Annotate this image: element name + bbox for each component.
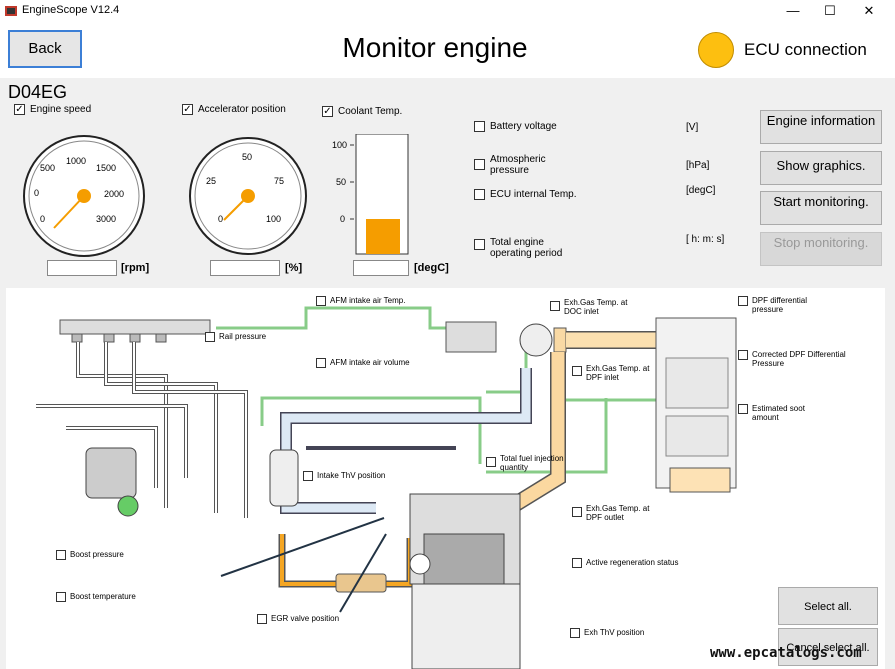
battery-voltage-checkbox[interactable]: Battery voltage bbox=[474, 121, 557, 132]
gauge-tick: 3000 bbox=[96, 214, 116, 224]
dpf-differential-pressure-checkbox[interactable]: DPF differential pressure bbox=[738, 296, 838, 314]
total-engine-operating-period-unit: [ h: m: s] bbox=[686, 234, 725, 245]
gauge-tick: 75 bbox=[274, 176, 284, 186]
accelerator-position-value bbox=[210, 260, 280, 276]
atmospheric-pressure-unit: [hPa] bbox=[686, 160, 710, 171]
engine-speed-gauge: 1000 1500 500 0 2000 0 3000 bbox=[23, 135, 145, 257]
header: Back Monitor engine ECU connection bbox=[0, 22, 895, 78]
battery-voltage-unit: [V] bbox=[686, 122, 699, 133]
gauge-tick: 50 bbox=[242, 152, 252, 162]
watermark: www.epcatalogs.com bbox=[710, 645, 862, 661]
engine-speed-checkbox[interactable]: ✓Engine speed bbox=[14, 104, 92, 115]
total-fuel-injection-quantity-checkbox[interactable]: Total fuel injection quantity bbox=[486, 454, 580, 472]
accelerator-position-checkbox[interactable]: ✓Accelerator position bbox=[182, 104, 286, 115]
cancel-select-all-button[interactable]: Cancel select all. bbox=[778, 628, 878, 666]
afm-intake-air-temp-checkbox[interactable]: AFM intake air Temp. bbox=[316, 296, 405, 306]
gauge-tick: 25 bbox=[206, 176, 216, 186]
exh-gas-temp-dpf-inlet-checkbox[interactable]: Exh.Gas Temp. at DPF inlet bbox=[572, 364, 662, 382]
gauge-tick: 0 bbox=[340, 214, 345, 224]
stop-monitoring-button[interactable]: Stop monitoring. bbox=[760, 232, 882, 266]
ecu-internal-temp-checkbox[interactable]: ECU internal Temp. bbox=[474, 189, 577, 200]
ecu-connection-label: ECU connection bbox=[744, 40, 867, 59]
engine-speed-value bbox=[47, 260, 117, 276]
gauge-tick: 2000 bbox=[104, 189, 124, 199]
start-monitoring-button[interactable]: Start monitoring. bbox=[760, 191, 882, 225]
atmospheric-pressure-checkbox[interactable]: Atmospheric pressure bbox=[474, 154, 584, 176]
gauge-tick: 1000 bbox=[66, 156, 86, 166]
close-button[interactable]: ✕ bbox=[863, 3, 875, 18]
gauge-tick: 1500 bbox=[96, 163, 116, 173]
exh-thv-position-checkbox[interactable]: Exh ThV position bbox=[570, 628, 644, 638]
coolant-temp-gauge: 100 50 0 bbox=[332, 134, 409, 255]
estimated-soot-amount-checkbox[interactable]: Estimated soot amount bbox=[738, 404, 818, 422]
page-title: Monitor engine bbox=[342, 32, 528, 63]
ecu-internal-temp-unit: [degC] bbox=[686, 185, 716, 196]
select-all-button[interactable]: Select all. bbox=[778, 587, 878, 625]
accelerator-position-gauge: 50 25 75 0 100 bbox=[189, 137, 307, 255]
window-title: EngineScope V12.4 bbox=[22, 4, 120, 16]
window-titlebar: EngineScope V12.4 — ☐ ✕ bbox=[0, 0, 895, 22]
gauge-tick: 0 bbox=[218, 214, 223, 224]
corrected-dpf-differential-pressure-checkbox[interactable]: Corrected DPF Differential Pressure bbox=[738, 350, 848, 368]
boost-pressure-checkbox[interactable]: Boost pressure bbox=[56, 550, 124, 560]
engine-model: D04EG bbox=[8, 82, 68, 102]
coolant-temp-value bbox=[353, 260, 409, 276]
gauge-tick: 100 bbox=[332, 140, 347, 150]
boost-temperature-checkbox[interactable]: Boost temperature bbox=[56, 592, 136, 602]
app-icon bbox=[5, 6, 17, 16]
total-engine-operating-period-checkbox[interactable]: Total engine operating period bbox=[474, 237, 574, 259]
back-button[interactable]: Back bbox=[8, 30, 82, 68]
intake-thv-position-checkbox[interactable]: Intake ThV position bbox=[303, 471, 385, 481]
gauge-tick: 100 bbox=[266, 214, 281, 224]
minimize-button[interactable]: — bbox=[786, 3, 800, 18]
engine-information-button[interactable]: Engine information bbox=[760, 110, 882, 144]
ecu-status-indicator-icon bbox=[698, 32, 734, 68]
afm-intake-air-volume-checkbox[interactable]: AFM intake air volume bbox=[316, 358, 410, 368]
show-graphics-button[interactable]: Show graphics. bbox=[760, 151, 882, 185]
gauge-tick: 50 bbox=[336, 177, 346, 187]
engine-speed-unit: [rpm] bbox=[121, 262, 150, 274]
gauge-tick: 0 bbox=[40, 214, 45, 224]
gauge-tick: 0 bbox=[34, 188, 39, 198]
engine-schematic-icon bbox=[36, 306, 737, 669]
active-regeneration-status-checkbox[interactable]: Active regeneration status bbox=[572, 558, 679, 568]
exh-gas-temp-doc-inlet-checkbox[interactable]: Exh.Gas Temp. at DOC inlet bbox=[550, 298, 640, 316]
coolant-temp-unit: [degC] bbox=[414, 262, 449, 274]
maximize-button[interactable]: ☐ bbox=[824, 3, 836, 18]
rail-pressure-checkbox[interactable]: Rail pressure bbox=[205, 332, 266, 342]
egr-valve-position-checkbox[interactable]: EGR valve position bbox=[257, 614, 339, 624]
engine-diagram: AFM intake air Temp. Rail pressure AFM i… bbox=[6, 288, 885, 669]
exh-gas-temp-dpf-outlet-checkbox[interactable]: Exh.Gas Temp. at DPF outlet bbox=[572, 504, 656, 522]
gauge-tick: 500 bbox=[40, 163, 55, 173]
accelerator-position-unit: [%] bbox=[285, 262, 303, 274]
coolant-temp-checkbox[interactable]: ✓Coolant Temp. bbox=[322, 106, 403, 117]
